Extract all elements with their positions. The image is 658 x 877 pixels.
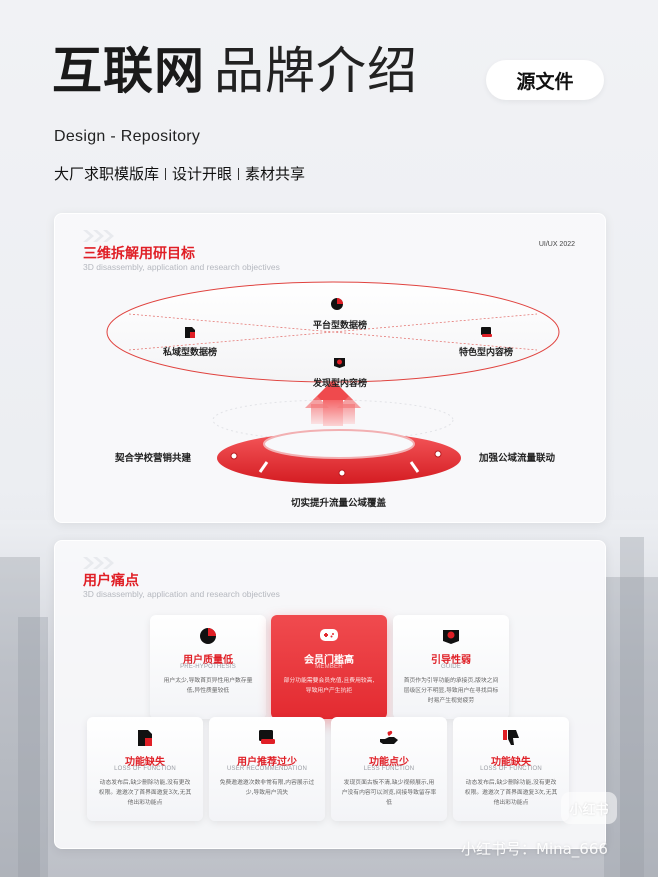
pain-card: 功能点少 LESS FUNCTION 发现页面古板不清,缺少视频展示,用户没有内… bbox=[331, 717, 447, 821]
pie-chart-icon bbox=[331, 298, 343, 310]
gamepad-icon bbox=[320, 629, 338, 641]
pain-title: 用户质量低 bbox=[183, 655, 233, 666]
scroll-icon bbox=[481, 327, 492, 337]
pain-title: 功能缺失 bbox=[491, 757, 531, 768]
pain-card: 用户质量低 PRE-HYPOTHESIS 用户太少,导致首页异性用户数存量低,异… bbox=[150, 615, 266, 719]
section-subtitle: 3D disassembly, application and research… bbox=[83, 262, 280, 272]
pain-desc: 免费邀邀邀次数非常有限,内容展示过少,导致用户流失 bbox=[219, 780, 315, 796]
thumbs-down-icon bbox=[503, 730, 519, 745]
document-icon bbox=[138, 730, 152, 746]
pain-title: 用户推荐过少 bbox=[237, 757, 297, 768]
map-pin-icon bbox=[443, 630, 459, 644]
pain-card: 用户推荐过少 USER RECOMMENDATION 免费邀邀邀次数非常有限,内… bbox=[209, 717, 325, 821]
label-school-marketing: 契合学校营销共建 bbox=[115, 453, 192, 464]
scroll-icon bbox=[259, 730, 275, 744]
chevron-decoration-icon bbox=[83, 230, 114, 242]
tagline-item: 大厂求职模版库 bbox=[54, 165, 160, 183]
document-icon bbox=[185, 327, 195, 338]
research-objectives-card: 三维拆解用研目标 3D disassembly, application and… bbox=[54, 213, 606, 523]
section-title: 三维拆解用研目标 bbox=[83, 246, 195, 262]
pain-en: LESS FUNCTION bbox=[363, 766, 415, 772]
pain-title: 会员门槛高 bbox=[304, 655, 354, 666]
map-pin-icon bbox=[334, 358, 345, 368]
year-tag: UI/UX 2022 bbox=[538, 241, 575, 248]
3d-diagram bbox=[106, 281, 560, 484]
label-private-data: 私域型数据榜 bbox=[163, 348, 218, 358]
pain-en: PRE-HYPOTHESIS bbox=[180, 664, 236, 670]
pain-title: 引导性弱 bbox=[431, 655, 471, 666]
pie-chart-icon bbox=[200, 628, 216, 644]
xiaohongshu-logo: 小红书 bbox=[561, 792, 617, 824]
pain-en: USER RECOMMENDATION bbox=[226, 766, 308, 772]
pain-en: MEMBER bbox=[315, 664, 343, 670]
label-platform-data: 平台型数据榜 bbox=[313, 321, 368, 331]
label-public-traffic-link: 加强公域流量联动 bbox=[479, 453, 556, 464]
chevron-decoration-icon bbox=[83, 557, 114, 569]
hand-heart-icon bbox=[380, 730, 398, 744]
label-coverage: 切实提升流量公域覆盖 bbox=[291, 498, 387, 509]
page-title-light: 品牌介绍 bbox=[214, 42, 418, 100]
pain-title: 功能点少 bbox=[369, 757, 409, 768]
pain-en: LOSS OF FUNCTION bbox=[114, 766, 176, 772]
pain-card: 引导性弱 GUIDE 首页作为引导功能的承接页,版块之间层级区分不明显,导致用户… bbox=[393, 615, 509, 719]
pain-desc: 动态发布后,缺少删除功能,没有更改权限。邀邀次了首界面邀复3次,无其他出彩功能点 bbox=[464, 780, 558, 806]
pain-card-highlight: 会员门槛高 MEMBER 部分功能需要会员充值,且费用较高,导致用户产生抗拒 bbox=[271, 615, 387, 719]
tagline-item: 设计开眼 bbox=[172, 165, 233, 183]
divider bbox=[165, 167, 167, 180]
divider bbox=[238, 167, 240, 180]
pain-desc: 用户太少,导致首页异性用户数存量低,异性质量较低 bbox=[163, 678, 253, 694]
watermark-text: 小红书号：Mina_666 bbox=[461, 840, 608, 858]
pain-desc: 动态发布后,缺少删除功能,没有更改权限。邀邀次了首界面邀复3次,无其他出彩功能点 bbox=[98, 780, 192, 806]
label-featured-content: 特色型内容榜 bbox=[459, 348, 514, 358]
pain-en: LOSS OF FUNCTION bbox=[480, 766, 542, 772]
pain-en: GUIDE bbox=[440, 664, 461, 670]
tagline-item: 素材共享 bbox=[245, 165, 306, 183]
section-subtitle: 3D disassembly, application and research… bbox=[83, 589, 280, 599]
source-file-button[interactable]: 源文件 bbox=[486, 60, 604, 100]
pain-points-card: 用户痛点 3D disassembly, application and res… bbox=[54, 540, 606, 849]
section-title: 用户痛点 bbox=[83, 573, 139, 589]
page-subtitle: Design - Repository bbox=[54, 128, 201, 145]
pain-card: 功能缺失 LOSS OF FUNCTION 动态发布后,缺少删除功能,没有更改权… bbox=[87, 717, 203, 821]
pain-desc: 部分功能需要会员充值,且费用较高,导致用户产生抗拒 bbox=[283, 678, 375, 694]
pain-desc: 发现页面古板不清,缺少视频展示,用户没有内容可以浏览,间接导致留存率低 bbox=[341, 780, 437, 806]
label-discovery-content: 发现型内容榜 bbox=[313, 379, 368, 389]
pain-desc: 首页作为引导功能的承接页,版块之间层级区分不明显,导致用户在寻找目标时易产生视觉… bbox=[403, 678, 499, 704]
page-title-bold: 互联网 bbox=[52, 42, 205, 100]
tagline: 大厂求职模版库 设计开眼 素材共享 bbox=[54, 163, 305, 184]
pain-card: 功能缺失 LOSS OF FUNCTION 动态发布后,缺少删除功能,没有更改权… bbox=[453, 717, 569, 821]
pain-title: 功能缺失 bbox=[125, 757, 165, 768]
